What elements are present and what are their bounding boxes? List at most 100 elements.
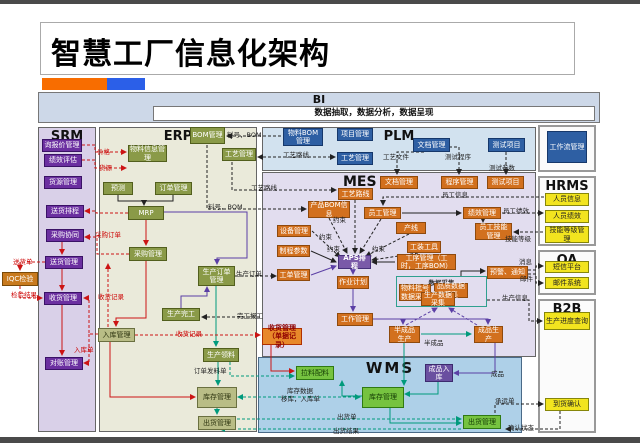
connector-label-0: MES bbox=[343, 174, 377, 190]
plm-doc: 文档管理 bbox=[413, 138, 450, 152]
mes-tool: 工装工具 bbox=[407, 241, 441, 253]
srm-source: 货源管理 bbox=[44, 176, 82, 189]
mes-kpi: 绩效管理 bbox=[463, 207, 501, 219]
bi-subtitle: 数据抽取，数据分析，数据呈现 bbox=[153, 106, 595, 121]
connector-label-24: 完工报工 bbox=[237, 312, 263, 320]
top-strip bbox=[0, 0, 640, 4]
connector-label-5: 货源 bbox=[99, 164, 112, 172]
oa-mail: 邮件系统 bbox=[545, 277, 589, 289]
bottom-strip bbox=[0, 437, 640, 443]
bi-title: BI bbox=[312, 93, 326, 106]
connector-label-28: 半成品 bbox=[424, 339, 444, 347]
mes-plan: 作业计划 bbox=[337, 276, 369, 289]
connector-label-4: 价格 bbox=[97, 148, 110, 156]
erp-mrp: MRP bbox=[128, 206, 164, 220]
connector-label-10: 料号，BOM bbox=[208, 203, 243, 211]
title-box: 智慧工厂信息化架构 bbox=[40, 22, 575, 75]
connector-label-19: 约束 bbox=[333, 216, 346, 224]
connector-label-29: 订单发料单 bbox=[194, 367, 227, 375]
connector-label-21: 约束 bbox=[327, 245, 340, 253]
connector-label-8: 收货记录 bbox=[176, 330, 202, 338]
connector-label-32: 出货单 bbox=[337, 413, 357, 421]
wms-panel-title: WMS bbox=[365, 359, 415, 377]
connector-label-17: 员工绩效 bbox=[503, 207, 529, 215]
connector-label-14: 测试程序 bbox=[445, 153, 471, 161]
connector-label-11: 工艺路线 bbox=[283, 151, 309, 159]
mes-semi-prod: 半成品生产 bbox=[389, 326, 420, 343]
connector-label-34: 成品 bbox=[491, 370, 504, 378]
srm-account: 对账管理 bbox=[45, 357, 83, 370]
erp-forecast: 预测 bbox=[103, 182, 133, 195]
mes-equip: 设备管理 bbox=[277, 225, 311, 237]
mes-param: 制程参数 bbox=[277, 245, 310, 257]
connector-label-33: 出货结果 bbox=[333, 427, 359, 435]
hr-info: 人员信息 bbox=[545, 193, 589, 206]
accent-bar-blue bbox=[107, 78, 145, 90]
hrms-panel-title: HRMS bbox=[545, 179, 589, 194]
b2b-query: 生产进度查询 bbox=[544, 312, 590, 330]
connector-label-7: 收货记录 bbox=[98, 293, 124, 301]
mes-line: 产线 bbox=[396, 222, 426, 234]
wms-picking: 拉料配料 bbox=[296, 366, 334, 380]
hr-kpi: 人员绩效 bbox=[545, 210, 589, 223]
plm-process: 工艺管理 bbox=[337, 152, 373, 165]
srm-collab: 采购协同 bbox=[46, 229, 84, 242]
mes-skill: 员工技能管理 bbox=[475, 223, 512, 240]
mes-fg-prod: 成品生产 bbox=[474, 326, 503, 343]
connector-label-2: 检验结果 bbox=[11, 291, 37, 299]
connector-label-36: 确认状态 bbox=[508, 424, 534, 432]
page-title: 智慧工厂信息化架构 bbox=[51, 37, 330, 72]
accent-bar-orange bbox=[42, 78, 107, 90]
erp-purchase: 采购管理 bbox=[129, 247, 167, 261]
connector-label-3: 入库单 bbox=[74, 346, 94, 354]
erp-complete: 生产完工 bbox=[162, 308, 200, 321]
connector-label-27: 生产信息 bbox=[502, 294, 528, 302]
connector-label-1: 送货单 bbox=[13, 258, 33, 266]
connector-label-30: 库存数据 bbox=[287, 387, 313, 395]
erp-material: 物料信息管理 bbox=[128, 145, 167, 162]
erp-bom: BOM管理 bbox=[190, 127, 225, 144]
erp-ship: 出货管理 bbox=[198, 416, 236, 430]
plm-test: 测试项目 bbox=[488, 138, 525, 152]
mes-product-bom: 产品BOM信息 bbox=[308, 201, 350, 218]
mes-doc: 文档管理 bbox=[380, 176, 418, 189]
iqc-check: IQC检验 bbox=[2, 272, 38, 286]
mes-test: 测试项目 bbox=[487, 176, 524, 189]
mes-workorder: 工单管理 bbox=[277, 269, 310, 281]
dc-production: 生产数据采集 bbox=[421, 291, 455, 307]
connector-label-22: 约束 bbox=[372, 245, 385, 253]
plm-material-bom: 物料BOM管理 bbox=[283, 128, 323, 146]
mes-alert: 预警、通知 bbox=[487, 266, 528, 279]
srm-receive: 收货管理 bbox=[44, 292, 82, 305]
wms-stock: 库存管理 bbox=[362, 387, 404, 408]
srm-inquiry: 询报价管理 bbox=[42, 139, 82, 152]
erp-prod-order: 生产订单管理 bbox=[198, 266, 235, 286]
erp-panel-title: ERP bbox=[163, 129, 193, 144]
bi-band: BI 数据抽取，数据分析，数据呈现 bbox=[38, 92, 600, 123]
connector-label-35: 承运单 bbox=[495, 397, 515, 405]
erp-order: 订单管理 bbox=[155, 182, 192, 195]
oa-sms: 短信平台 bbox=[545, 261, 589, 273]
connector-label-31: 移库，入库单 bbox=[281, 395, 320, 403]
connector-label-26: 邮件 bbox=[520, 275, 533, 283]
connector-label-23: 生产订单 bbox=[236, 270, 262, 278]
hr-skill: 技能等级管理 bbox=[545, 226, 589, 243]
connector-label-18: 技能等级 bbox=[505, 235, 531, 243]
mes-employee: 员工管理 bbox=[364, 207, 401, 219]
srm-sched: 送货排程 bbox=[46, 205, 84, 218]
connector-label-12: 工艺路线 bbox=[251, 184, 277, 192]
wms-ship: 出货管理 bbox=[463, 415, 501, 429]
plm-panel-title: PLM bbox=[383, 129, 415, 144]
connector-label-25: 消息 bbox=[519, 258, 532, 266]
erp-process: 工艺管理 bbox=[222, 148, 256, 161]
mes-route: 工艺路线 bbox=[338, 188, 373, 200]
connector-label-20: 约束 bbox=[319, 233, 332, 241]
connector-label-6: 采购订单 bbox=[95, 231, 121, 239]
srm-delivery: 送货管理 bbox=[45, 256, 83, 269]
workflow-mgmt: 工作流管理 bbox=[547, 131, 587, 163]
mes-program: 程序管理 bbox=[441, 176, 478, 189]
connector-label-13: 工艺文件 bbox=[383, 153, 409, 161]
srm-review: 绩效评估 bbox=[44, 154, 82, 167]
